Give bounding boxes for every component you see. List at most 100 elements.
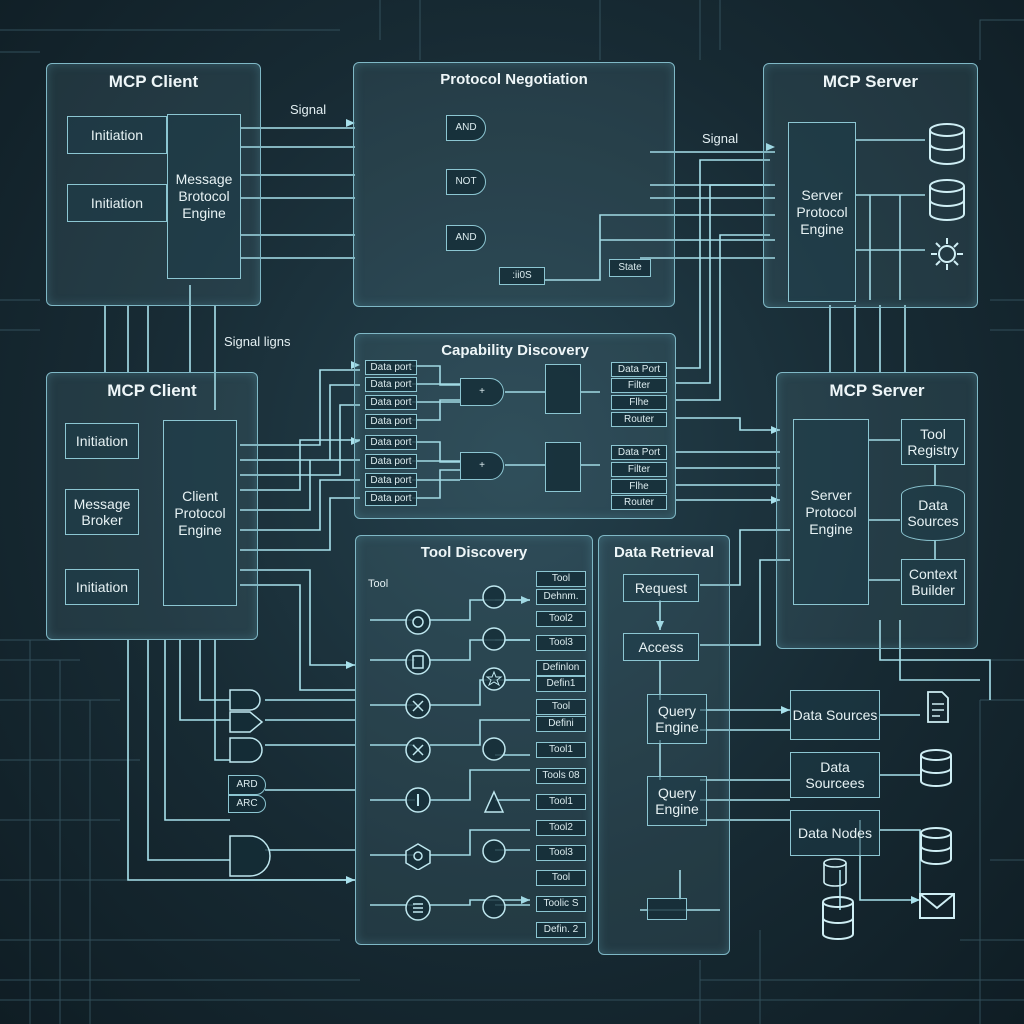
or-gate: + (460, 378, 504, 406)
list-icon (405, 895, 431, 921)
bell-icon (483, 790, 505, 813)
request-box[interactable]: Request (623, 574, 699, 602)
tool-item[interactable]: Defin1 (536, 676, 586, 692)
gate-icon (229, 711, 264, 733)
access-box[interactable]: Access (623, 633, 699, 661)
gate-icon (229, 835, 271, 877)
database-icon (823, 858, 847, 887)
cross-icon (405, 737, 431, 763)
mcp-server-bottom-panel: MCP Server Server Protocol Engine Tool R… (776, 372, 978, 649)
file-out[interactable]: Flhe (611, 395, 667, 410)
mcp-client-top-panel: MCP Client Initiation Initiation Message… (46, 63, 261, 306)
capability-discovery-panel: Capability Discovery Data port Data port… (354, 333, 676, 519)
query-engine-box[interactable]: Query Engine (647, 694, 707, 744)
gate-label: ARC (228, 795, 266, 813)
initiation-box[interactable]: Initiation (67, 184, 167, 222)
signal-label: Signal (702, 131, 739, 146)
tool-item[interactable]: Tool3 (536, 845, 586, 861)
gear-icon (405, 609, 431, 635)
data-sources-box[interactable]: Data Sources (790, 690, 880, 740)
file-icon (405, 649, 431, 675)
database-icon (920, 749, 952, 787)
gate-icon (229, 737, 263, 763)
data-nodes-box[interactable]: Data Nodes (790, 810, 880, 856)
panel-title: Tool Discovery (420, 544, 528, 561)
initiation-box[interactable]: Initiation (67, 116, 167, 154)
tool-label: Tool (368, 578, 389, 590)
data-port-out[interactable]: Data Port (611, 445, 667, 460)
tool-item[interactable]: Tool (536, 571, 586, 587)
data-port[interactable]: Data port (365, 473, 417, 488)
router-out[interactable]: Router (611, 412, 667, 427)
data-sources-box[interactable]: Data Sources (901, 485, 965, 541)
box-icon (482, 627, 506, 651)
bus-box: :ii0S (499, 267, 545, 285)
data-port[interactable]: Data port (365, 360, 417, 375)
tool-item[interactable]: Dehnm. (536, 589, 586, 605)
tool-item[interactable]: Tool (536, 870, 586, 886)
database-icon (929, 179, 965, 221)
data-retrieval-panel: Data Retrieval Request Access Query Engi… (598, 535, 730, 955)
star-icon (482, 667, 506, 691)
and-gate: AND (446, 115, 486, 141)
tool-item[interactable]: Tool2 (536, 611, 586, 627)
data-port[interactable]: Data port (365, 414, 417, 429)
message-protocol-engine[interactable]: Message Brotocol Engine (167, 114, 241, 279)
tool-item[interactable]: Defin. 2 (536, 922, 586, 938)
buffer-block (647, 898, 687, 920)
tool-item[interactable]: Tool2 (536, 820, 586, 836)
tool-item[interactable]: Definlon (536, 660, 586, 676)
data-port[interactable]: Data port (365, 377, 417, 392)
tool-item[interactable]: Toolic S (536, 896, 586, 912)
tool-item[interactable]: Tool1 (536, 742, 586, 758)
tool-discovery-panel: Tool Discovery Tool Tool Dehnm. Tool2 To… (355, 535, 593, 945)
info-icon (405, 787, 431, 813)
protocol-negotiation-panel: Protocol Negotiation AND NOT AND State :… (353, 62, 675, 307)
database-icon (822, 896, 854, 940)
clock-icon (482, 737, 506, 761)
data-port-out[interactable]: Data Port (611, 362, 667, 377)
and-gate: ARD (228, 775, 266, 795)
data-port[interactable]: Data port (365, 491, 417, 506)
server-protocol-engine[interactable]: Server Protocol Engine (793, 419, 869, 605)
panel-title: MCP Server (829, 381, 925, 400)
tool-registry-box[interactable]: Tool Registry (901, 419, 965, 465)
tool-item[interactable]: Tool3 (536, 635, 586, 651)
client-protocol-engine[interactable]: Client Protocol Engine (163, 420, 237, 606)
share-icon (405, 843, 431, 870)
filter-out[interactable]: Filter (611, 378, 667, 393)
cross-icon (405, 693, 431, 719)
link-icon (482, 585, 506, 609)
filter-out[interactable]: Filter (611, 462, 667, 477)
server-protocol-engine[interactable]: Server Protocol Engine (788, 122, 856, 302)
panel-title: MCP Client (108, 72, 199, 91)
and-gate: AND (446, 225, 486, 251)
message-broker-box[interactable]: Message Broker (65, 489, 139, 535)
tool-item[interactable]: Tools 08 (536, 768, 586, 784)
file-out[interactable]: Flhe (611, 479, 667, 494)
data-port[interactable]: Data port (365, 454, 417, 469)
panel-title: Capability Discovery (441, 342, 589, 359)
tool-item[interactable]: Defini (536, 716, 586, 732)
document-icon (927, 691, 949, 723)
router-out[interactable]: Router (611, 495, 667, 510)
not-gate: NOT (446, 169, 486, 195)
panel-title: Protocol Negotiation (440, 71, 588, 88)
query-engine-box[interactable]: Query Engine (647, 776, 707, 826)
tool-item[interactable]: Tool1 (536, 794, 586, 810)
initiation-box[interactable]: Initiation (65, 569, 139, 605)
or-gate: + (460, 452, 504, 480)
mcp-server-top-panel: MCP Server Server Protocol Engine (763, 63, 978, 308)
mail-icon (919, 893, 955, 919)
data-sourcees-box[interactable]: Data Sourcees (790, 752, 880, 798)
database-icon (929, 123, 965, 165)
data-port[interactable]: Data port (365, 435, 417, 450)
tool-item[interactable]: Tool (536, 699, 586, 715)
gate-icon (229, 689, 261, 711)
context-builder-box[interactable]: Context Builder (901, 559, 965, 605)
rocket-icon (482, 895, 506, 919)
data-port[interactable]: Data port (365, 395, 417, 410)
initiation-box[interactable]: Initiation (65, 423, 139, 459)
gear-icon (931, 238, 963, 270)
panel-title: Data Retrieval (613, 544, 715, 561)
